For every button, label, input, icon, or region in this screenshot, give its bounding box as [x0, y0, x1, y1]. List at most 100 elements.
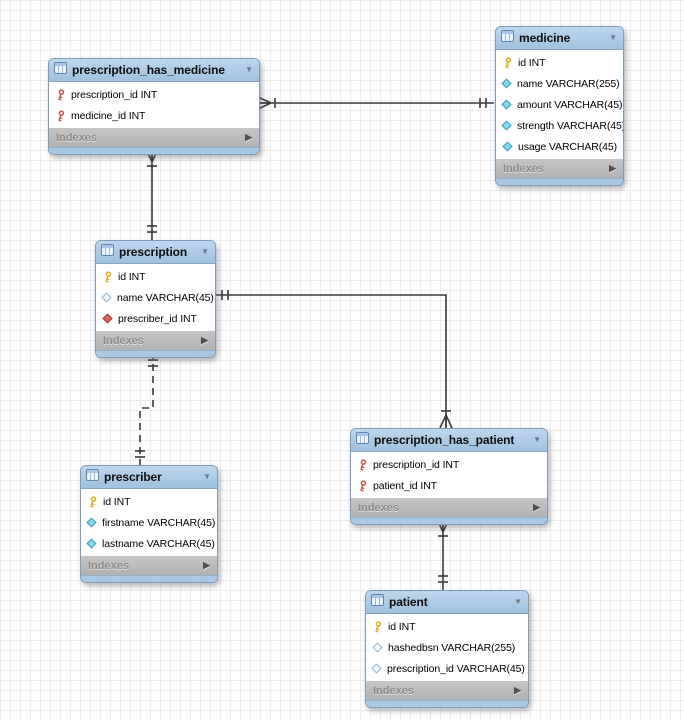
column-row[interactable]: prescriber_id INT	[96, 308, 215, 329]
column-text: prescriber_id INT	[118, 312, 197, 325]
column-notnull-icon	[501, 78, 512, 89]
primary-foreign-key-icon	[356, 458, 368, 471]
indexes-label: Indexes	[103, 334, 144, 347]
table-header[interactable]: prescription_has_medicine▼	[49, 59, 259, 82]
expand-right-icon[interactable]: ▶	[245, 132, 252, 142]
primary-key-icon	[501, 56, 513, 69]
collapse-chevron-down-icon[interactable]: ▼	[514, 597, 522, 606]
column-list: id INT hashedbsn VARCHAR(255) prescripti…	[366, 614, 528, 681]
table-footer-strip	[366, 700, 528, 707]
column-row[interactable]: amount VARCHAR(45)	[496, 94, 623, 115]
table-icon	[86, 468, 99, 486]
table-title: medicine	[519, 31, 571, 45]
table-header[interactable]: medicine ▼	[496, 27, 623, 50]
column-row[interactable]: medicine_id INT	[49, 105, 259, 126]
primary-key-icon	[86, 495, 98, 508]
column-text: patient_id INT	[373, 479, 437, 492]
relationship-prescription-prescriber[interactable]	[135, 352, 158, 465]
column-row[interactable]: prescription_id INT	[351, 454, 547, 475]
column-list: id INT name VARCHAR(255) amount VARCHAR(…	[496, 50, 623, 159]
column-text: strength VARCHAR(45)	[517, 119, 624, 132]
table-footer-strip	[81, 575, 217, 582]
indexes-section[interactable]: Indexes▶	[366, 681, 528, 700]
column-list: id INT name VARCHAR(45) prescriber_id IN…	[96, 264, 215, 331]
table-prescriber[interactable]: prescriber▼ id INT firstname VARCHAR(45)…	[80, 465, 218, 583]
table-icon	[101, 243, 114, 261]
column-row[interactable]: usage VARCHAR(45)	[496, 136, 623, 157]
column-row[interactable]: lastname VARCHAR(45)	[81, 533, 217, 554]
column-row[interactable]: firstname VARCHAR(45)	[81, 512, 217, 533]
relationship-prescription_has_medicine-prescription[interactable]	[145, 148, 159, 240]
primary-key-icon	[371, 620, 383, 633]
table-header[interactable]: prescription_has_patient ▼	[351, 429, 547, 452]
indexes-label: Indexes	[56, 131, 97, 144]
foreign-key-icon	[101, 313, 113, 324]
table-footer-strip	[49, 147, 259, 154]
column-text: name VARCHAR(45)	[117, 291, 214, 304]
column-text: prescription_id INT	[71, 88, 158, 101]
relationship-prescription_has_medicine-medicine[interactable]	[257, 96, 494, 110]
column-text: lastname VARCHAR(45)	[102, 537, 215, 550]
column-row[interactable]: prescription_id VARCHAR(45)	[366, 658, 528, 679]
indexes-section[interactable]: Indexes ▶	[96, 331, 215, 350]
column-row[interactable]: id INT	[81, 491, 217, 512]
relationship-prescription-prescription_has_patient[interactable]	[214, 290, 453, 429]
expand-right-icon[interactable]: ▶	[201, 335, 208, 345]
column-row[interactable]: id INT	[96, 266, 215, 287]
column-text: id INT	[388, 620, 416, 633]
column-text: prescription_id VARCHAR(45)	[387, 662, 525, 675]
column-text: id INT	[118, 270, 146, 283]
column-text: prescription_id INT	[373, 458, 460, 471]
table-header[interactable]: prescription▼	[96, 241, 215, 264]
expand-right-icon[interactable]: ▶	[514, 685, 521, 695]
primary-foreign-key-icon	[54, 109, 66, 122]
collapse-chevron-down-icon[interactable]: ▼	[203, 472, 211, 481]
column-notnull-icon	[86, 517, 97, 528]
column-text: medicine_id INT	[71, 109, 146, 122]
column-nullable-icon	[371, 642, 383, 653]
column-text: firstname VARCHAR(45)	[102, 516, 216, 529]
indexes-section[interactable]: Indexes ▶	[49, 128, 259, 147]
indexes-label: Indexes	[503, 162, 544, 175]
relationship-prescription_has_patient-patient[interactable]	[436, 518, 450, 590]
table-prescription_has_medicine[interactable]: prescription_has_medicine▼ prescription_…	[48, 58, 260, 155]
column-text: name VARCHAR(255)	[517, 77, 620, 90]
table-medicine[interactable]: medicine ▼ id INT name VARCHAR(255) amoun…	[495, 26, 624, 186]
column-row[interactable]: hashedbsn VARCHAR(255)	[366, 637, 528, 658]
collapse-chevron-down-icon[interactable]: ▼	[245, 65, 253, 74]
expand-right-icon[interactable]: ▶	[609, 163, 616, 173]
table-patient[interactable]: patient▼ id INT hashedbsn VARCHAR(255) p…	[365, 590, 529, 708]
indexes-section[interactable]: Indexes▶	[351, 498, 547, 517]
table-footer-strip	[96, 350, 215, 357]
primary-foreign-key-icon	[54, 88, 66, 101]
expand-right-icon[interactable]: ▶	[533, 502, 540, 512]
column-row[interactable]: patient_id INT	[351, 475, 547, 496]
column-row[interactable]: name VARCHAR(255)	[496, 73, 623, 94]
table-header[interactable]: patient▼	[366, 591, 528, 614]
column-row[interactable]: id INT	[366, 616, 528, 637]
column-row[interactable]: name VARCHAR(45)	[96, 287, 215, 308]
column-list: prescription_id INT patient_id INT	[351, 452, 547, 498]
column-row[interactable]: prescription_id INT	[49, 84, 259, 105]
expand-right-icon[interactable]: ▶	[203, 560, 210, 570]
column-row[interactable]: id INT	[496, 52, 623, 73]
table-footer-strip	[496, 178, 623, 185]
indexes-section[interactable]: Indexes▶	[81, 556, 217, 575]
column-text: hashedbsn VARCHAR(255)	[388, 641, 516, 654]
table-prescription[interactable]: prescription▼ id INT name VARCHAR(45) pr…	[95, 240, 216, 358]
collapse-chevron-down-icon[interactable]: ▼	[201, 247, 209, 256]
column-notnull-icon	[501, 141, 513, 152]
table-prescription_has_patient[interactable]: prescription_has_patient ▼ prescription_i…	[350, 428, 548, 525]
table-title: prescription_has_patient	[374, 433, 515, 447]
column-text: usage VARCHAR(45)	[518, 140, 618, 153]
table-header[interactable]: prescriber▼	[81, 466, 217, 489]
collapse-chevron-down-icon[interactable]: ▼	[609, 33, 617, 42]
indexes-section[interactable]: Indexes ▶	[496, 159, 623, 178]
collapse-chevron-down-icon[interactable]: ▼	[533, 435, 541, 444]
table-icon	[501, 29, 514, 47]
primary-foreign-key-icon	[356, 479, 368, 492]
column-row[interactable]: strength VARCHAR(45)	[496, 115, 623, 136]
column-notnull-icon	[501, 99, 512, 110]
column-list: id INT firstname VARCHAR(45) lastname VA…	[81, 489, 217, 556]
column-notnull-icon	[86, 538, 97, 549]
